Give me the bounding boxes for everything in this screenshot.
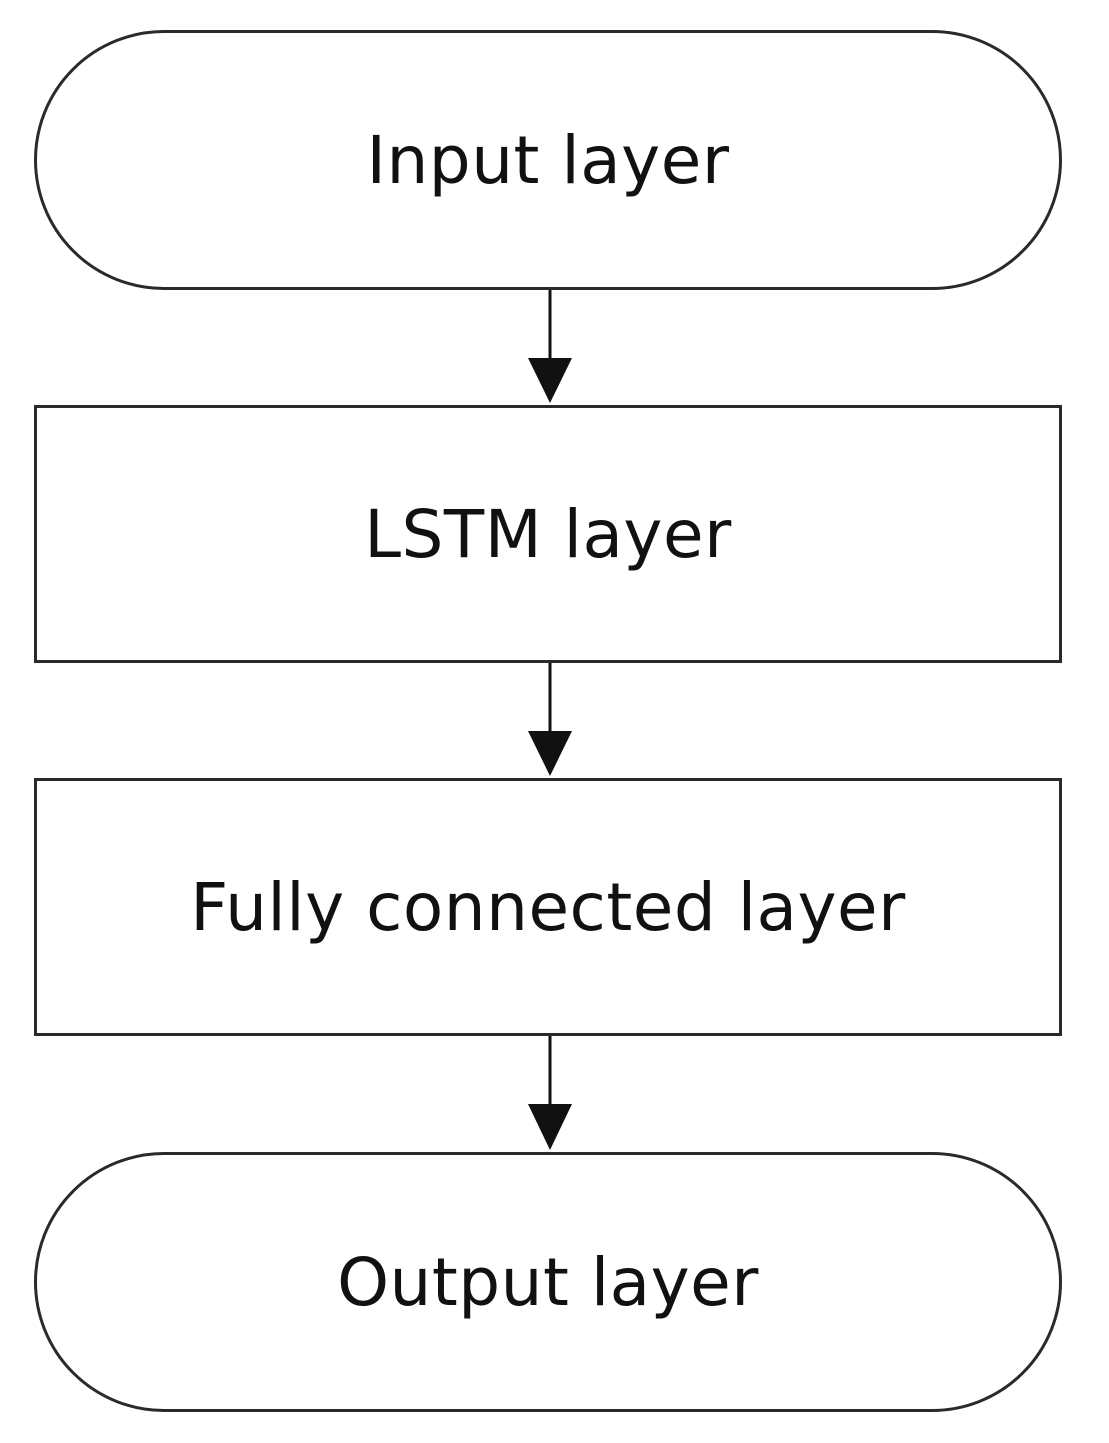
lstm-layer-label: LSTM layer <box>364 495 732 573</box>
arrow-lstm-to-fc <box>528 663 572 776</box>
input-layer-node: Input layer <box>34 30 1062 290</box>
fully-connected-layer-label: Fully connected layer <box>190 868 906 946</box>
arrow-input-to-lstm <box>528 290 572 403</box>
fully-connected-layer-node: Fully connected layer <box>34 778 1062 1036</box>
output-layer-node: Output layer <box>34 1152 1062 1412</box>
arrow-fc-to-output <box>528 1036 572 1150</box>
lstm-layer-node: LSTM layer <box>34 405 1062 663</box>
input-layer-label: Input layer <box>366 121 730 199</box>
output-layer-label: Output layer <box>337 1243 759 1321</box>
